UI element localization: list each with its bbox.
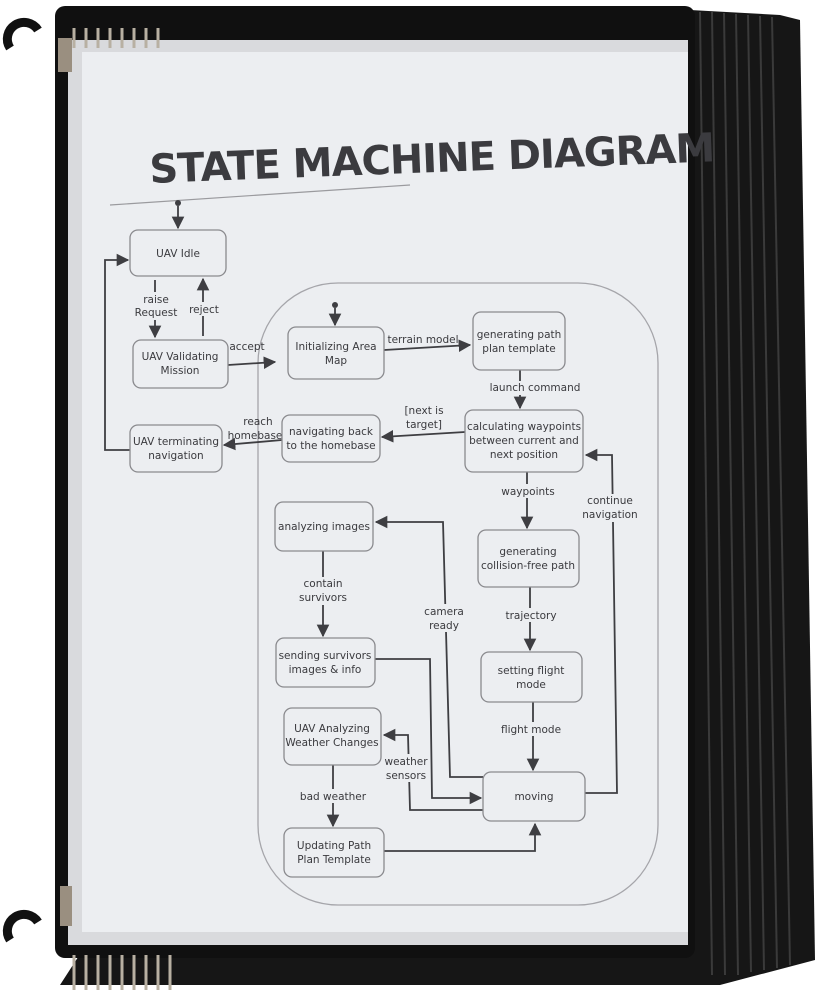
label-raise-request: raise — [143, 294, 169, 306]
transition-labels: raise Request reject accept terrain mode… — [135, 292, 638, 803]
state-updating-path-plan-template: Updating Path Plan Template — [283, 827, 385, 878]
state-label: plan template — [482, 343, 555, 355]
label-trajectory: trajectory — [505, 610, 556, 622]
edge-continue-navigation — [584, 448, 618, 794]
label-flight-mode: flight mode — [501, 724, 561, 736]
label-reach-homebase: reach — [243, 416, 272, 428]
state-label: generating path — [477, 329, 562, 341]
initial-state-dot-composite — [332, 302, 338, 308]
state-label: images & info — [289, 664, 362, 676]
label-continue-navigation: continue — [587, 495, 633, 507]
state-generating-collision-free-path: generating collision-free path — [477, 529, 580, 588]
state-label: Updating Path — [297, 840, 371, 852]
state-navigating-back-homebase: navigating back to the homebase — [281, 414, 381, 463]
state-label: UAV Validating — [142, 351, 219, 363]
state-label: Weather Changes — [285, 737, 378, 749]
state-label: Initializing Area — [295, 341, 376, 353]
state-uav-validating-mission: UAV Validating Mission — [132, 339, 229, 389]
state-label: UAV Idle — [156, 248, 200, 260]
label-next-is-target-2: target] — [406, 419, 442, 431]
label-continue-navigation-2: navigation — [582, 509, 637, 521]
label-reach-homebase-2: homebase — [228, 430, 283, 442]
label-weather-sensors-2: sensors — [386, 770, 426, 782]
hinge-clip-top — [2, 17, 42, 51]
state-generating-path-plan-template: generating path plan template — [472, 311, 566, 371]
state-label: UAV terminating — [133, 436, 219, 448]
edge-camera-ready — [374, 515, 483, 778]
state-label: to the homebase — [286, 440, 375, 452]
state-uav-analyzing-weather: UAV Analyzing Weather Changes — [283, 707, 382, 766]
state-label: sending survivors — [279, 650, 372, 662]
edge-terrain-model — [383, 339, 472, 352]
state-moving: moving — [482, 771, 586, 822]
edge-updating-moving — [384, 822, 542, 852]
label-next-is-target: [next is — [404, 405, 443, 417]
state-label: generating — [499, 546, 556, 558]
state-label: mode — [516, 679, 546, 691]
label-camera-ready-2: ready — [429, 620, 459, 632]
label-launch-command: launch command — [490, 382, 581, 394]
edge-sending-moving — [375, 658, 483, 805]
paper-sheet — [82, 52, 688, 932]
label-raise-request-2: Request — [135, 307, 178, 319]
state-label: moving — [514, 791, 553, 803]
state-label: UAV Analyzing — [294, 723, 370, 735]
state-setting-flight-mode: setting flight mode — [480, 651, 583, 703]
state-label: navigating back — [289, 426, 374, 438]
label-reject: reject — [189, 304, 219, 316]
label-bad-weather: bad weather — [300, 791, 367, 803]
state-label: Plan Template — [297, 854, 371, 866]
composite-state-navigation — [257, 282, 659, 906]
state-label: next position — [490, 449, 558, 461]
state-uav-idle: UAV Idle — [129, 229, 227, 277]
state-label: analyzing images — [278, 521, 370, 533]
edge-next-is-target — [380, 430, 466, 443]
hinge-clip-bottom — [2, 909, 42, 943]
label-terrain-model: terrain model — [387, 334, 458, 346]
state-calculating-waypoints: calculating waypoints between current an… — [464, 409, 584, 473]
state-label: setting flight — [498, 665, 565, 677]
label-contain-survivors-2: survivors — [299, 592, 347, 604]
label-weather-sensors: weather — [384, 756, 428, 768]
state-uav-terminating-navigation: UAV terminating navigation — [129, 424, 223, 473]
state-label: Mission — [161, 365, 200, 377]
state-label: Map — [325, 355, 347, 367]
state-label: between current and — [469, 435, 579, 447]
label-accept: accept — [229, 341, 264, 353]
state-label: collision-free path — [481, 560, 575, 572]
label-camera-ready: camera — [424, 606, 464, 618]
label-contain-survivors: contain — [304, 578, 343, 590]
state-initializing-area-map: Initializing Area Map — [287, 326, 385, 380]
state-sending-survivors-images: sending survivors images & info — [275, 637, 376, 688]
state-label: navigation — [148, 450, 203, 462]
edge-terminating-idle — [104, 253, 130, 451]
edge-accept — [227, 356, 277, 370]
state-label: calculating waypoints — [467, 421, 581, 433]
state-analyzing-images: analyzing images — [274, 501, 374, 552]
initial-state-dot — [175, 200, 181, 206]
edge-reach-homebase — [222, 437, 283, 451]
label-waypoints: waypoints — [501, 486, 554, 498]
title-underline — [109, 184, 411, 206]
